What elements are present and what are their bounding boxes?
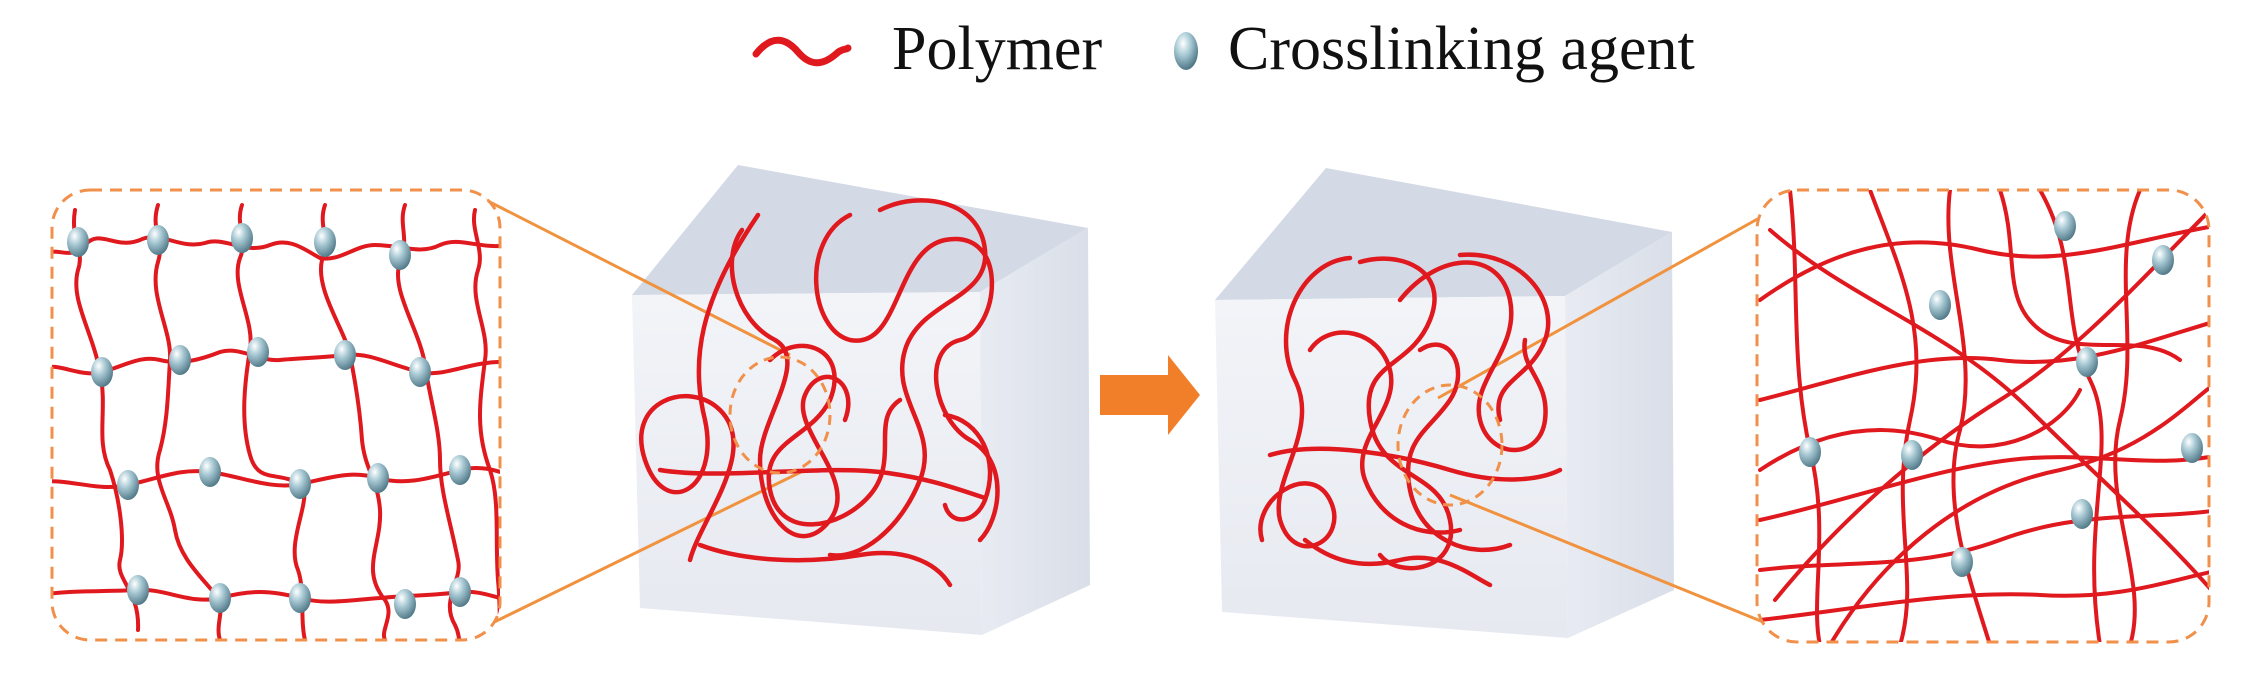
legend-label-crosslinker: Crosslinking agent [1228, 15, 1695, 83]
crosslinker-bead [1799, 437, 1821, 467]
crosslinker-bead [147, 225, 169, 255]
polymer-chain [1307, 330, 1463, 535]
crosslinker-bead [1929, 290, 1951, 320]
polymer-chain [814, 212, 1000, 543]
right-cube [1215, 168, 1674, 638]
right-zoom-panel-background [1757, 190, 2209, 642]
polymer-chain [1758, 453, 2209, 522]
crosslinker-bead [1901, 440, 1923, 470]
crosslinker-bead [289, 583, 311, 613]
polymer-chain [766, 343, 903, 527]
crosslinker-bead [334, 340, 356, 370]
polymer-chain [729, 227, 851, 539]
irregular-network-crosslinkers [1799, 211, 2203, 577]
crosslinker-bead [231, 223, 253, 253]
right-zoom-panel-outline [1755, 188, 2211, 644]
polymer-chain [2113, 190, 2142, 642]
left-cube-side-face [980, 228, 1090, 635]
polymer-chain [72, 208, 141, 632]
polymer-chain [697, 542, 953, 588]
crosslinker-bead [1951, 547, 1973, 577]
polymer-chain [1868, 190, 1919, 642]
polymer-chain [1758, 568, 2209, 622]
legend-item-polymer: Polymer [752, 18, 1102, 80]
legend-label-polymer: Polymer [892, 15, 1103, 83]
polymer-chain [657, 467, 988, 501]
polymer-chain [1267, 446, 1563, 482]
polymer-chain [827, 198, 988, 558]
irregular-network-chains [1758, 190, 2209, 642]
polymer-chain [318, 203, 391, 640]
right-cube-zoom-circle [1396, 383, 1504, 507]
crosslinker-bead [169, 345, 191, 375]
blue-bead-icon [1174, 32, 1198, 70]
crosslinker-bead [367, 463, 389, 493]
crosslinker-bead [127, 575, 149, 605]
crosslinker-bead [209, 583, 231, 613]
right-zoom-line-bottom [1449, 493, 1779, 630]
polymer-chain [1758, 508, 2209, 572]
polymer-chain [639, 212, 761, 563]
polymer-chain [1357, 256, 1454, 571]
polymer-chain [1405, 342, 1513, 553]
crosslinker-bead [2076, 347, 2098, 377]
right-cube-polymer-chains [1258, 252, 1563, 588]
polymer-chain [1457, 252, 1551, 423]
crosslinker-bead [394, 589, 416, 619]
polymer-chain [942, 412, 993, 522]
left-zoom-panel [50, 188, 502, 642]
polymer-chain [1397, 260, 1548, 453]
polymer-chain [52, 235, 500, 261]
crosslinker-bead [449, 577, 471, 607]
left-cube-polymer-chains [639, 198, 1000, 588]
crosslinker-bead [449, 455, 471, 485]
crosslinker-bead [409, 357, 431, 387]
polymer-chain [1758, 223, 2209, 302]
crosslinker-bead [2181, 433, 2203, 463]
polymer-chain [2038, 190, 2104, 642]
crosslinker-bead [91, 357, 113, 387]
polymer-chain [1946, 190, 1992, 642]
crosslinker-bead [2054, 211, 2076, 241]
left-zoom-panel-outline [50, 188, 502, 642]
left-zoom-panel-background [52, 190, 500, 640]
wavy-red-line-icon [752, 36, 852, 67]
polymer-chain [1768, 228, 2209, 602]
polymer-chain [472, 208, 500, 640]
right-cube-top-face [1215, 168, 1672, 300]
right-cube-side-face [1565, 232, 1674, 638]
crosslinker-bead [389, 240, 411, 270]
polymer-chain [1302, 537, 1493, 588]
legend-item-crosslinker: Crosslinking agent [1168, 18, 1695, 80]
crosslinker-bead [247, 337, 269, 367]
crosslinker-bead [289, 469, 311, 499]
crosslinker-bead [199, 457, 221, 487]
left-cube-top-face [632, 165, 1088, 295]
polymer-chain [1258, 255, 1353, 549]
polymer-chain [1758, 318, 2209, 402]
right-cube-front-face [1215, 296, 1568, 638]
arrow-right-icon [1100, 355, 1200, 435]
crosslinker-bead [2152, 245, 2174, 275]
right-zoom-panel [1755, 188, 2211, 644]
crosslinker-bead [314, 227, 336, 257]
crosslinker-bead [67, 227, 89, 257]
left-cube-zoom-circle [728, 355, 832, 475]
polymer-chain [1773, 198, 2209, 602]
crosslinker-bead [117, 470, 139, 500]
polymer-chain [235, 203, 307, 640]
legend: Polymer Crosslinking agent [0, 0, 2249, 110]
crosslinker-bead [2071, 499, 2093, 529]
polymer-chain [1998, 190, 2182, 362]
left-zoom-line-bottom [481, 468, 806, 630]
left-zoom-line-top [481, 196, 791, 357]
regular-network-crosslinkers [67, 223, 471, 619]
polymer-chain [1828, 378, 2209, 642]
